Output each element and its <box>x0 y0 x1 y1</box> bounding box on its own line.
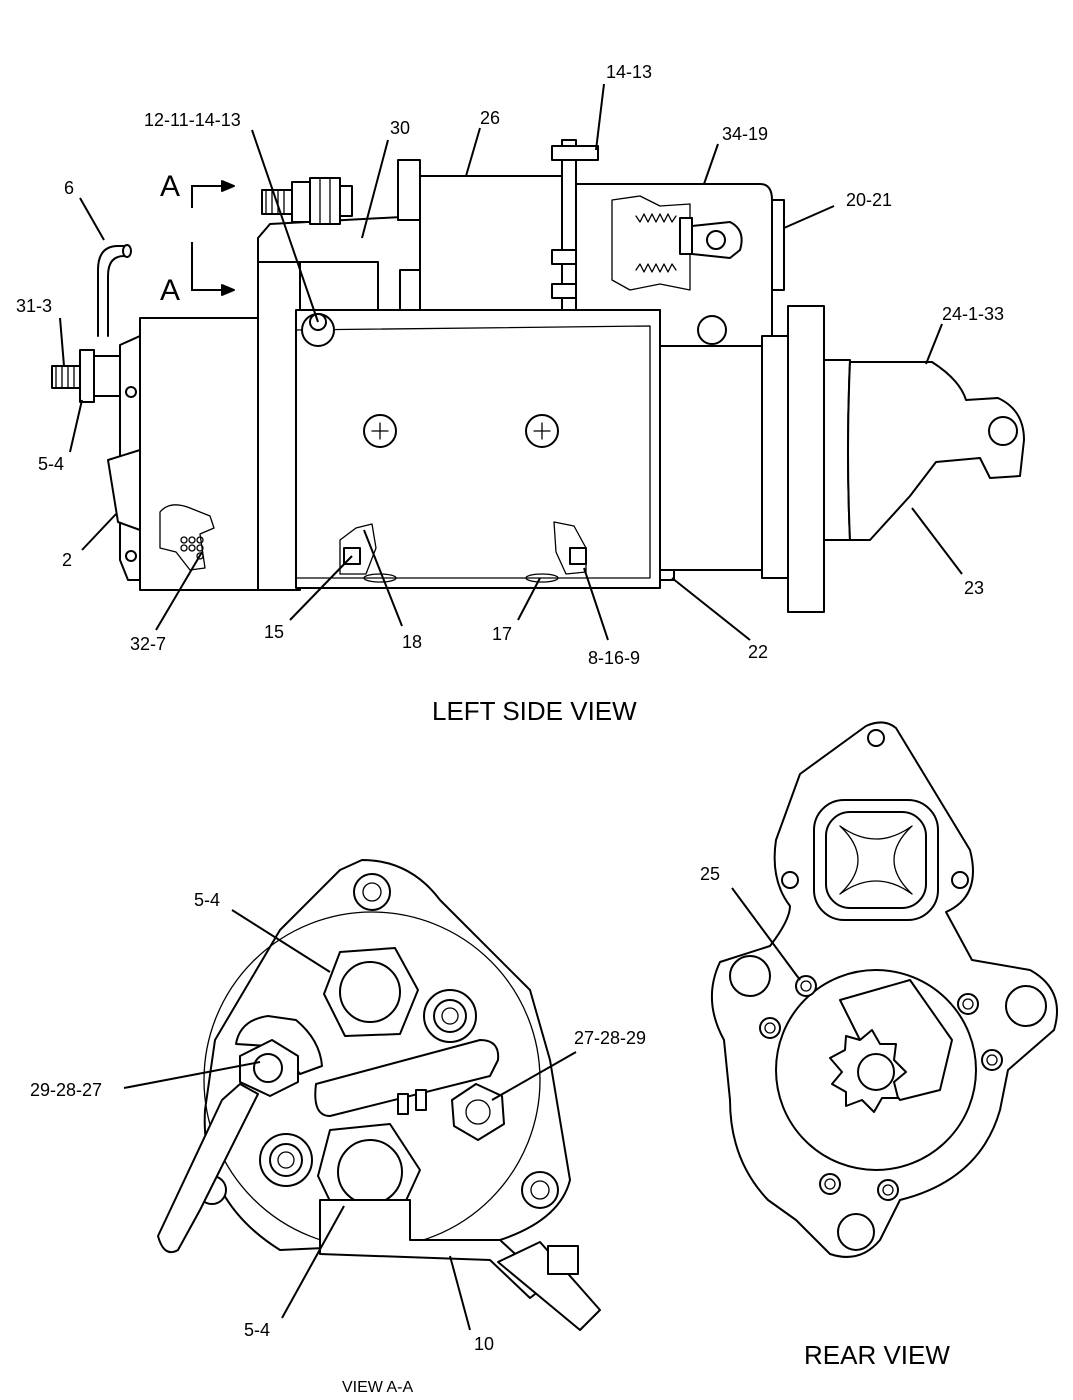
leader-lines <box>59 83 963 641</box>
pinion-housing <box>847 361 1025 541</box>
callout-12-11-14-13: 12-11-14-13 <box>144 110 241 130</box>
section-mark-lower: A <box>160 274 180 307</box>
callout-5-4-bottom: 5-4 <box>244 1320 270 1340</box>
callout-18: 18 <box>402 632 422 652</box>
callout-30: 30 <box>390 118 410 138</box>
section-marker: A A <box>160 170 235 307</box>
callout-14-13: 14-13 <box>606 62 652 82</box>
plug-20-21 <box>771 199 785 291</box>
aa-leader-lines <box>123 909 577 1331</box>
view-titles: LEFT SIDE VIEW VIEW A-A REAR VIEW <box>342 696 950 1396</box>
section-mark-upper: A <box>160 170 180 203</box>
callout-22: 22 <box>748 642 768 662</box>
hex-nut-27-28-29 <box>451 1083 505 1141</box>
callout-26: 26 <box>480 108 500 128</box>
callout-8-16-9: 8-16-9 <box>588 648 640 668</box>
aa-cable <box>157 1083 259 1254</box>
field-frame <box>295 309 661 589</box>
view-aa-title: VIEW A-A <box>342 1379 413 1396</box>
callout-5-4-side: 5-4 <box>38 454 64 474</box>
callout-27-28-29: 27-28-29 <box>574 1028 646 1048</box>
brush-housing <box>139 317 259 591</box>
callout-6: 6 <box>64 178 74 198</box>
callout-29-28-27: 29-28-27 <box>30 1080 102 1100</box>
callout-32-7: 32-7 <box>130 634 166 654</box>
callout-34-19: 34-19 <box>722 124 768 144</box>
callout-17: 17 <box>492 624 512 644</box>
callout-31-3: 31-3 <box>16 296 52 316</box>
callout-15: 15 <box>264 622 284 642</box>
callout-20-21: 20-21 <box>846 190 892 210</box>
callout-24-1-33: 24-1-33 <box>942 304 1004 324</box>
rear-view-drawing <box>711 721 1058 1258</box>
cable-6 <box>97 245 129 337</box>
left-side-view-title: LEFT SIDE VIEW <box>432 696 637 726</box>
solenoid <box>419 175 571 319</box>
terminal-nut <box>79 349 95 403</box>
rear-view-title: REAR VIEW <box>804 1340 950 1370</box>
callout-labels: 14-13 26 30 12-11-14-13 34-19 6 20-21 31… <box>16 62 1004 1354</box>
mounting-flange <box>787 305 825 613</box>
callout-5-4-top: 5-4 <box>194 890 220 910</box>
callout-2: 2 <box>62 550 72 570</box>
view-aa-drawing <box>157 859 601 1331</box>
callout-23: 23 <box>964 578 984 598</box>
callout-10: 10 <box>474 1334 494 1354</box>
callout-25: 25 <box>700 864 720 884</box>
left-side-view-drawing <box>51 139 1025 613</box>
